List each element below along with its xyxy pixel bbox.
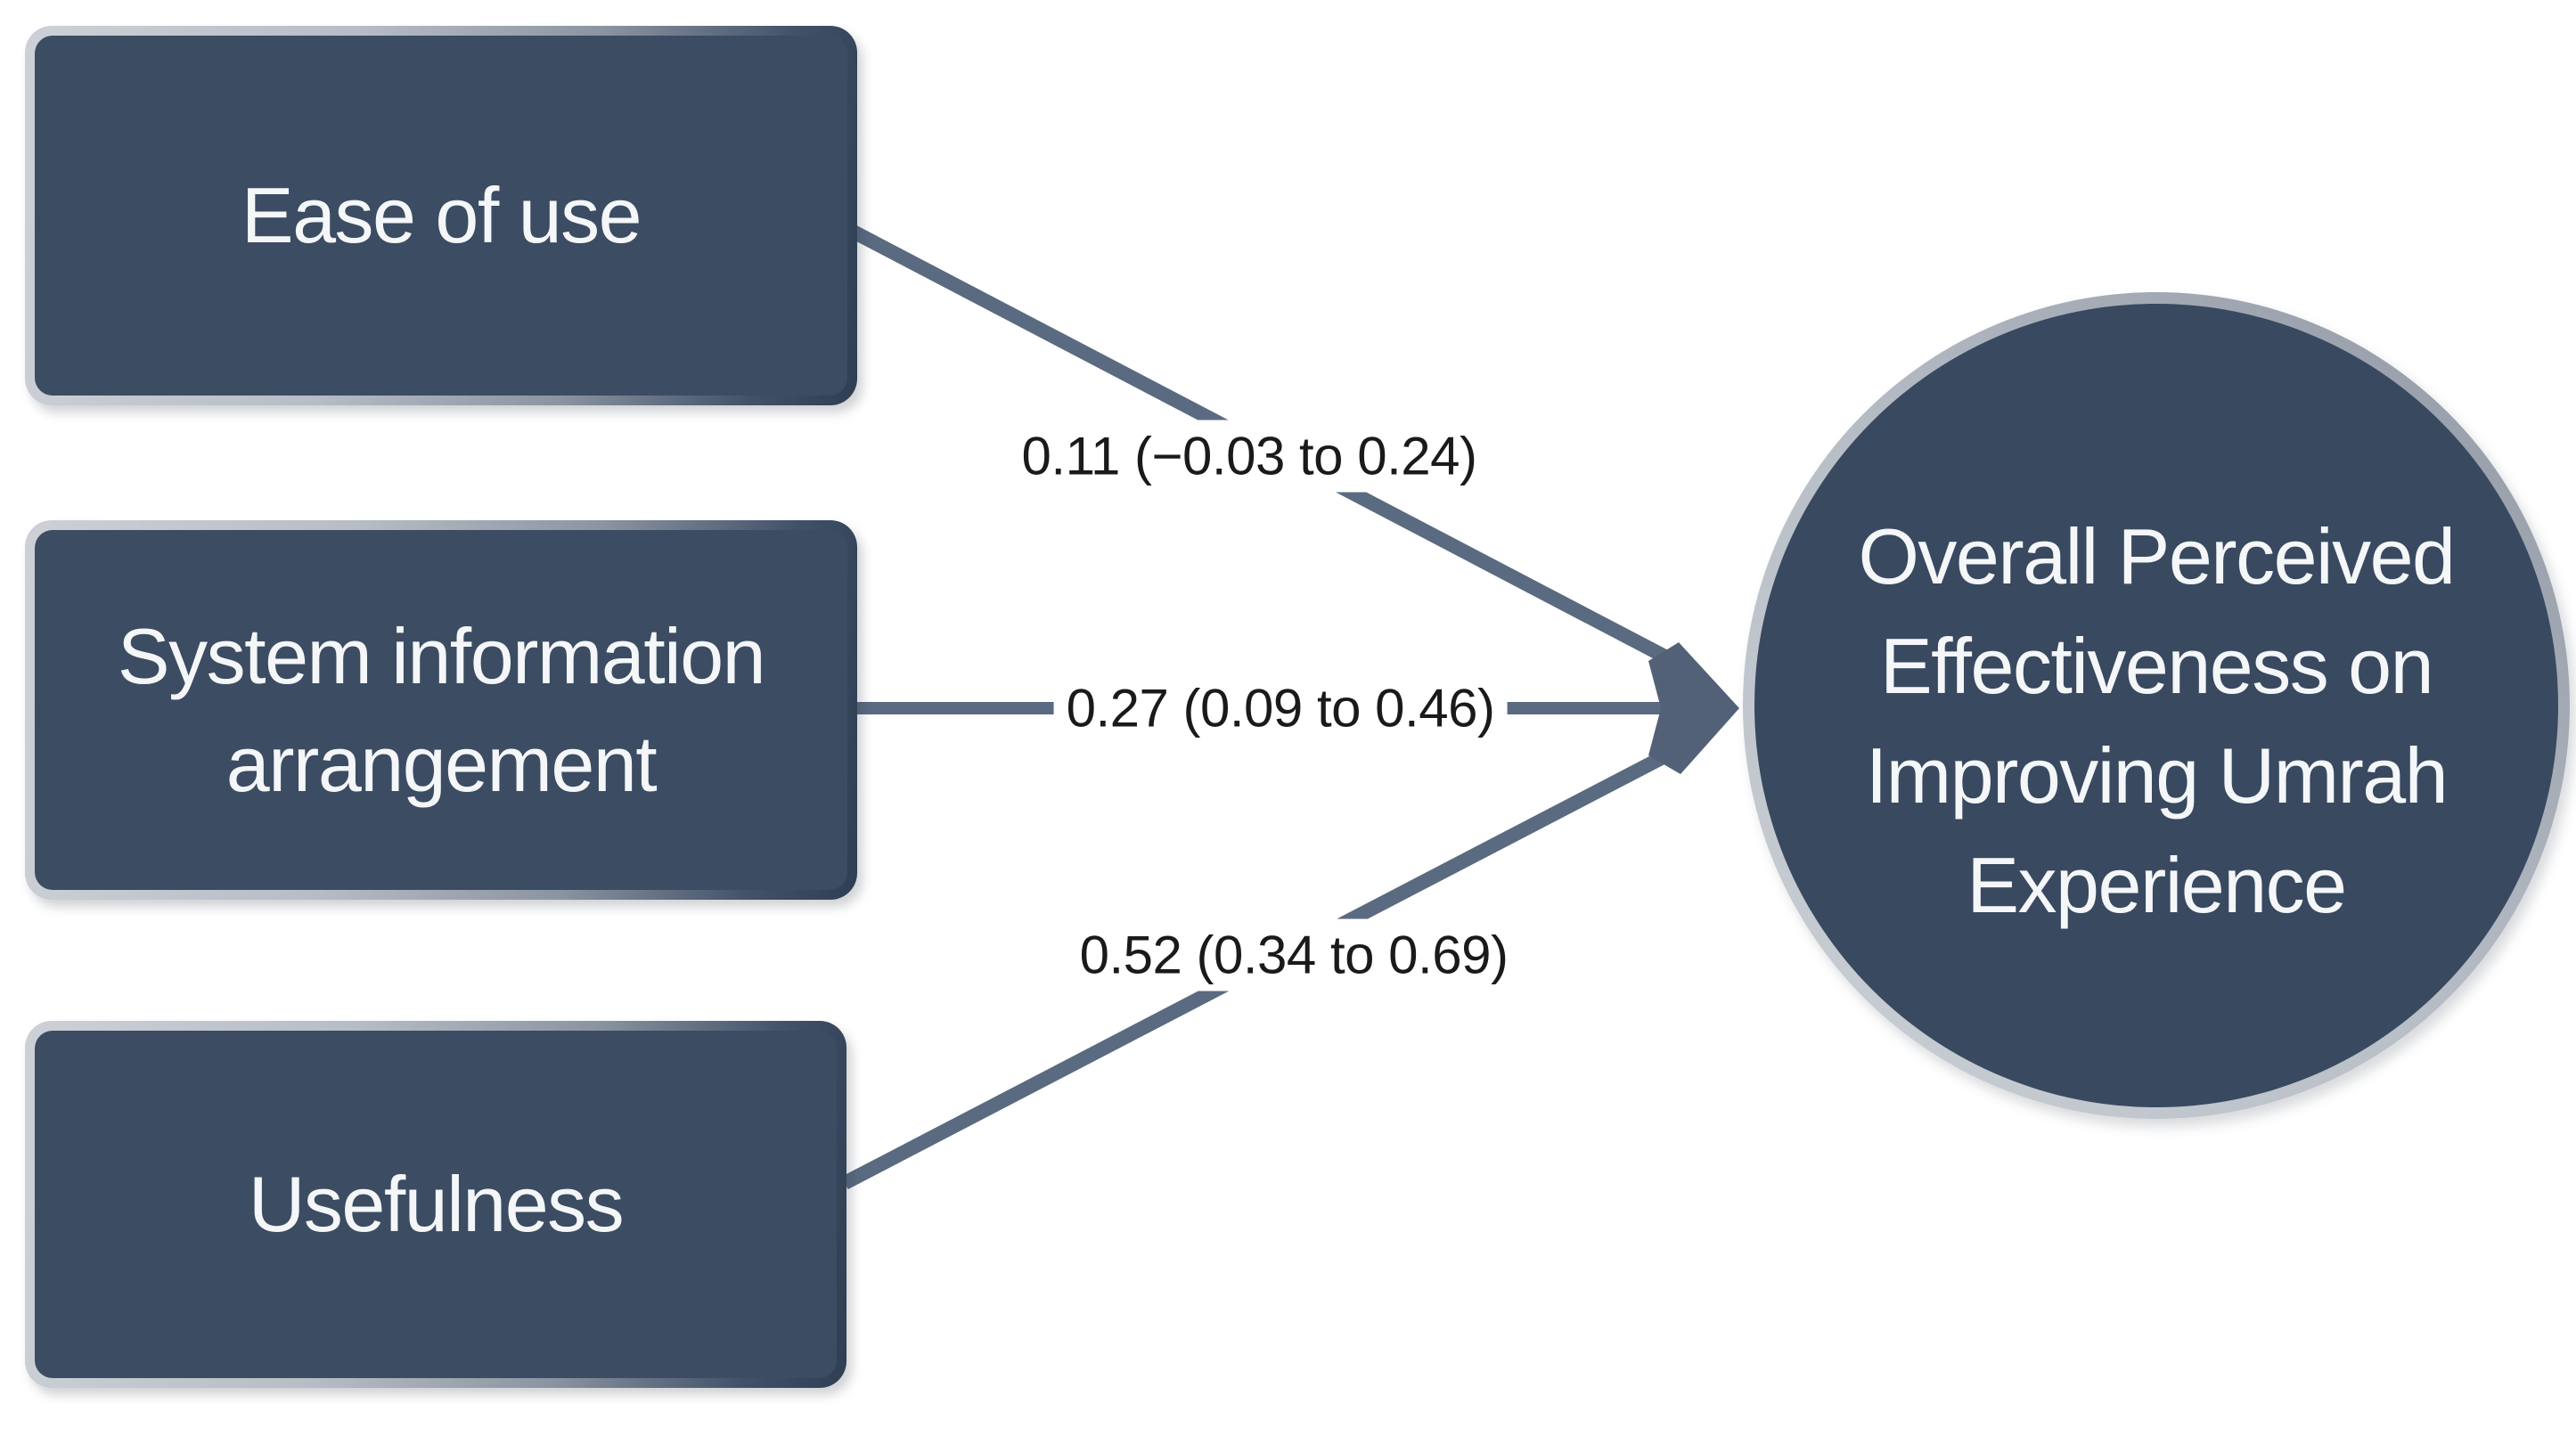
predictor-box-ease-of-use: Ease of use: [25, 26, 857, 405]
predictor-box-usefulness: Usefulness: [25, 1021, 846, 1388]
coefficient-label-system-information-arrangement: 0.27 (0.09 to 0.46): [1053, 672, 1508, 745]
outcome-label: Overall Perceived Effectiveness on Impro…: [1858, 511, 2456, 930]
predictor-box-fill: System information arrangement: [35, 530, 847, 890]
outcome-circle-fill: Overall Perceived Effectiveness on Impro…: [1754, 304, 2558, 1107]
coefficient-label-usefulness: 0.52 (0.34 to 0.69): [1067, 918, 1521, 991]
coefficient-label-ease-of-use: 0.11 (−0.03 to 0.24): [1009, 420, 1490, 493]
predictor-box-fill: Usefulness: [35, 1031, 837, 1378]
predictor-label-usefulness: Usefulness: [248, 1160, 625, 1249]
predictor-box-fill: Ease of use: [35, 36, 847, 396]
predictor-label-ease-of-use: Ease of use: [241, 171, 642, 260]
predictor-box-system-information-arrangement: System information arrangement: [25, 520, 857, 900]
outcome-circle: Overall Perceived Effectiveness on Impro…: [1743, 292, 2570, 1119]
predictor-label-system-information-arrangement: System information arrangement: [117, 611, 766, 808]
converging-arrowhead-icon: [1648, 642, 1739, 774]
